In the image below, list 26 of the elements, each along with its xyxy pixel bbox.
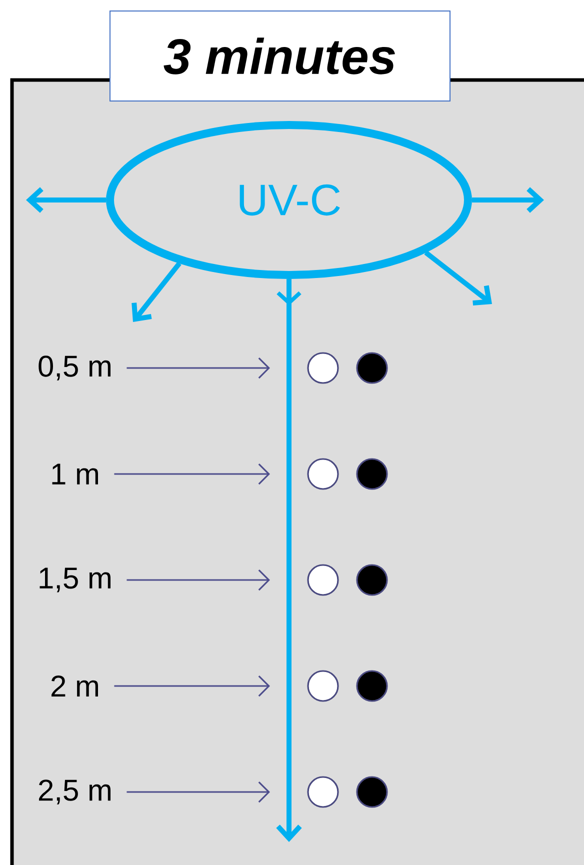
ray-arrow [132, 262, 182, 322]
distance-label: 2,5 m [39, 780, 110, 804]
arrow [126, 781, 270, 803]
dot [356, 776, 388, 808]
title-box: 3 minutes [110, 10, 450, 102]
beam-arrow [276, 279, 302, 842]
distance-label: 2 m [52, 676, 98, 696]
dot [307, 458, 339, 490]
ray-arrow [424, 250, 492, 306]
arrow [126, 357, 270, 379]
distance-label: 1,5 m [40, 568, 110, 592]
dot [307, 564, 339, 596]
ray-arrow [472, 187, 544, 213]
arrow [114, 463, 270, 485]
distance-label: 1 m [52, 464, 98, 484]
dot [307, 352, 339, 384]
dot [356, 670, 388, 702]
dot [307, 670, 339, 702]
arrow [126, 569, 270, 591]
dot [356, 458, 388, 490]
dot [356, 564, 388, 596]
dot [307, 776, 339, 808]
arrow [114, 675, 270, 697]
ray-arrow [26, 187, 106, 213]
distance-label: 0,5 m [38, 356, 110, 380]
dot [356, 352, 388, 384]
